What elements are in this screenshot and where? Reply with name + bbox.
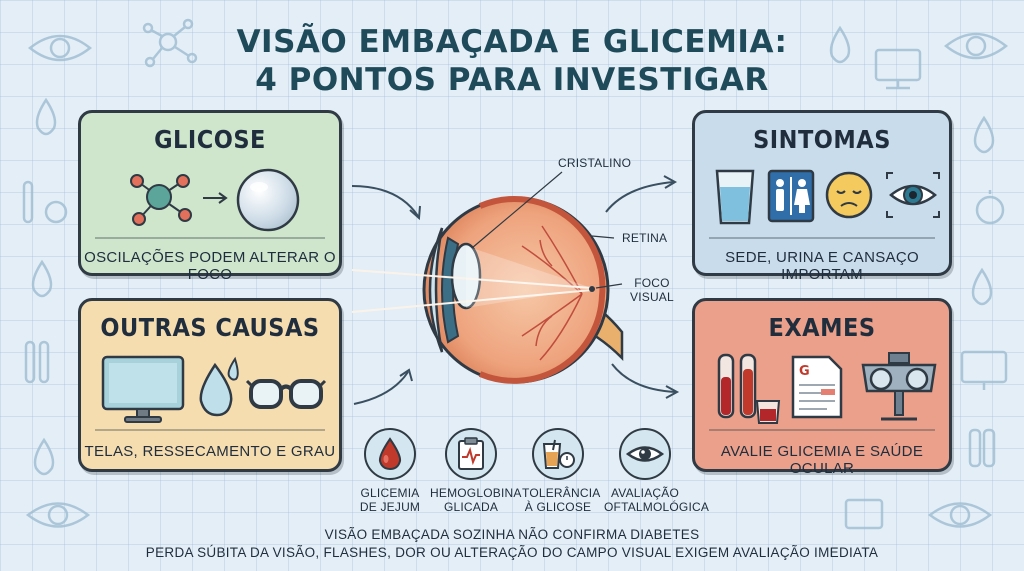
label-foco-line1: FOCO: [634, 276, 670, 290]
title-line-1: VISÃO EMBAÇADA E GLICEMIA:: [236, 24, 788, 60]
exam-circle: [364, 428, 416, 480]
label-cristalino: CRISTALINO: [558, 156, 632, 170]
glicose-card: GLICOSE OSCILAÇÕES PODEM ALTERAR O FOCO: [78, 110, 342, 283]
exam-label-line1: HEMOGLOBINA: [430, 486, 522, 500]
eye-focus-icon: [886, 172, 940, 218]
sintomas-card: SINTOMAS SEDE, URINA E CANSAÇO IMPORTAM: [692, 110, 952, 283]
exam-label-line2: OFTALMOLÓGICA: [604, 500, 710, 514]
exam-item-tolerancia: TOLERÂNCIA À GLICOSE: [522, 428, 601, 514]
cristalino-lens: [450, 242, 482, 310]
exam-label: AVALIAÇÃO OFTALMOLÓGICA: [604, 486, 710, 514]
exam-label-line1: GLICEMIA: [360, 486, 420, 500]
focus-point: [589, 286, 595, 292]
outras-causas-title: OUTRAS CAUSAS: [100, 313, 320, 342]
sintomas-title: SINTOMAS: [753, 125, 891, 154]
exames-caption: AVALIE GLICEMIA E SAÚDE OCULAR: [720, 443, 924, 477]
exam-circle: [532, 428, 584, 480]
glucose-drink-timer-icon: [542, 439, 575, 469]
lab-report-icon: G: [791, 355, 843, 419]
exam-item-glicemia: GLICEMIA DE JEJUM: [357, 428, 423, 514]
clipboard-chart-icon: [458, 437, 484, 470]
glasses-icon: [245, 379, 327, 409]
footer-warning: PERDA SÚBITA DA VISÃO, FLASHES, DOR OU A…: [145, 545, 879, 560]
monitor-icon: [101, 355, 185, 423]
exames-title: EXAMES: [768, 313, 876, 342]
arrow-right-icon: [203, 192, 228, 204]
restroom-icon: [767, 169, 815, 223]
footer-note-1: VISÃO EMBAÇADA SOZINHA NÃO CONFIRMA DIAB…: [324, 527, 700, 542]
eye-cross-section-diagram: [351, 171, 624, 384]
exames-card: EXAMES G AVALIE GLICEMIA E SAÚDE OCULAR: [692, 298, 952, 477]
page-title: VISÃO EMBAÇADA E GLICEMIA: 4 PONTOS PARA…: [0, 24, 1024, 98]
blood-drop-icon: [378, 437, 402, 471]
water-glass-icon: [715, 169, 755, 225]
glicose-title: GLICOSE: [154, 125, 266, 154]
svg-text:G: G: [799, 364, 810, 379]
exam-label-line2: À GLICOSE: [524, 500, 592, 514]
blood-tubes-icon: [717, 353, 781, 424]
arrow-glicose-to-eye: [351, 185, 419, 217]
exames-divider: [709, 429, 935, 431]
arrow-eye-to-exames: [611, 363, 677, 393]
outras-causas-caption: TELAS, RESSECAMENTO E GRAU: [84, 443, 336, 460]
label-retina: RETINA: [622, 231, 668, 245]
exam-label: HEMOGLOBINA GLICADA: [430, 486, 522, 514]
exam-label-line2: DE JEJUM: [359, 500, 421, 514]
molecule-icon: [130, 174, 192, 226]
sintomas-divider: [709, 237, 935, 239]
water-drop-icon: [199, 356, 239, 417]
tired-face-icon: [825, 171, 873, 219]
exam-label-line2: GLICADA: [443, 500, 499, 514]
lens-icon: [236, 168, 300, 232]
arrow-eye-to-sintomas: [605, 181, 675, 213]
exam-label: GLICEMIA DE JEJUM: [357, 486, 423, 514]
outras-causas-divider: [95, 429, 325, 431]
outras-causas-card: OUTRAS CAUSAS TELAS, RESSECAMENTO E GRAU: [78, 298, 342, 472]
light-rays: [351, 269, 593, 313]
exam-circle: [445, 428, 497, 480]
title-line-2: 4 PONTOS PARA INVESTIGAR: [255, 62, 769, 98]
label-foco-visual: FOCO VISUAL: [630, 276, 674, 304]
glicose-caption: OSCILAÇÕES PODEM ALTERAR O FOCO: [84, 249, 336, 283]
exam-item-hemoglobina: HEMOGLOBINA GLICADA: [430, 428, 522, 514]
arrow-outras-to-eye: [353, 371, 409, 405]
glicose-divider: [95, 237, 325, 239]
exam-label: TOLERÂNCIA À GLICOSE: [522, 486, 601, 514]
eye-icon: [625, 446, 665, 462]
label-foco-line2: VISUAL: [630, 290, 674, 304]
exam-label-line1: TOLERÂNCIA: [522, 486, 601, 500]
phoropter-icon: [861, 352, 937, 421]
sintomas-caption: SEDE, URINA E CANSAÇO IMPORTAM: [725, 249, 919, 283]
cornea: [428, 227, 444, 353]
exam-circle: [619, 428, 671, 480]
exam-item-avaliacao: AVALIAÇÃO OFTALMOLÓGICA: [604, 428, 710, 514]
exam-label-line1: AVALIAÇÃO: [610, 486, 680, 500]
